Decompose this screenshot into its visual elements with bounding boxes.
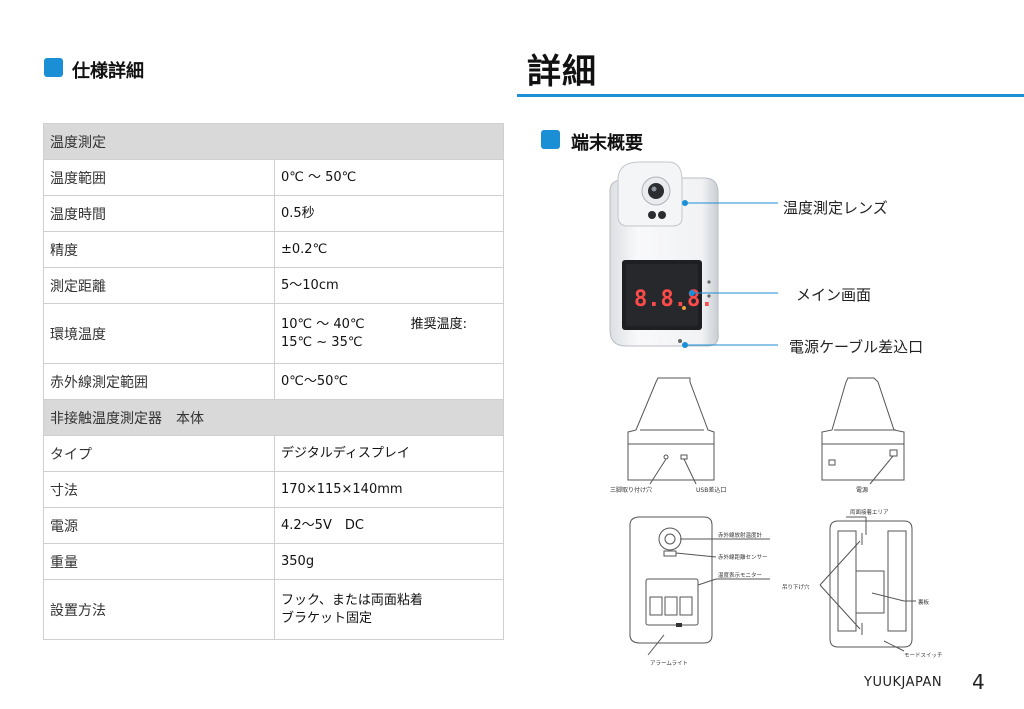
spec-value: 5〜10cm — [274, 267, 504, 304]
section-title-specs: 仕様詳細 — [72, 61, 144, 82]
callout-lines — [682, 200, 778, 348]
page-title: 詳細 — [527, 52, 597, 92]
spec-label: 電源 — [43, 507, 275, 544]
diagram-side-view: 電源 — [821, 377, 905, 494]
title-underline — [517, 94, 1024, 97]
section-marker-overview — [541, 130, 560, 149]
callout-lens: 温度測定レンズ — [783, 199, 888, 217]
spec-value: デジタルディスプレイ — [274, 435, 504, 472]
callout-cable: 電源ケーブル差込口 — [789, 338, 924, 356]
spec-label: 設置方法 — [43, 579, 275, 640]
label-ir-thermometer: 赤外線放射温度計 — [718, 531, 763, 539]
label-usb-port: USB差込口 — [696, 486, 726, 494]
spec-category-label: 非接触温度測定器 本体 — [43, 399, 504, 436]
label-back-panel: 裏板 — [918, 598, 930, 606]
label-alarm-light: アラームライト — [650, 660, 688, 667]
spec-label: 測定距離 — [43, 267, 275, 304]
spec-label: 温度時間 — [43, 195, 275, 232]
spec-category-row: 非接触温度測定器 本体 — [43, 399, 504, 436]
spec-label: 温度範囲 — [43, 159, 275, 196]
label-tripod-hole: 三脚取り付け穴 — [610, 486, 652, 494]
spec-row: 精度±0.2℃ — [43, 231, 504, 268]
label-ir-distance-sensor: 赤外線距離センサー — [718, 553, 768, 561]
label-hanging-hole: 吊り下げ穴 — [782, 583, 810, 591]
spec-value-line1: フック、または両面粘着 — [281, 592, 423, 608]
label-power: 電源 — [856, 486, 868, 494]
spec-value: 0℃ ～ 50℃ — [274, 159, 504, 196]
diagram-front-view: 赤外線放射温度計 赤外線距離センサー 温度表示モニター アラームライト — [629, 516, 770, 667]
spec-value-extra: 推奨温度: — [410, 316, 467, 332]
device-photo: 8.8.8. — [609, 161, 719, 347]
device-display-readout: 8.8.8. — [634, 287, 713, 312]
label-mode-switch: モードスイッチ — [904, 652, 943, 659]
spec-value: 0℃〜50℃ — [274, 363, 504, 400]
spec-value: ±0.2℃ — [274, 231, 504, 268]
spec-label: 寸法 — [43, 471, 275, 508]
spec-value: 350g — [274, 543, 504, 580]
spec-value: 4.2〜5V DC — [274, 507, 504, 544]
spec-value-line2: 15℃ ~ 35℃ — [281, 334, 363, 350]
spec-label: 重量 — [43, 543, 275, 580]
spec-label: 赤外線測定範囲 — [43, 363, 275, 400]
spec-row: 環境温度 10℃ ～ 40℃ 推奨温度: 15℃ ~ 35℃ — [43, 303, 504, 364]
diagram-bottom-view: 三脚取り付け穴 USB差込口 — [610, 377, 726, 494]
section-title-overview: 端末概要 — [571, 133, 643, 154]
spec-category-label: 温度測定 — [43, 123, 504, 160]
spec-value: フック、または両面粘着ブラケット固定 — [274, 579, 504, 640]
diagram-back-view: 両面接着エリア 吊り下げ穴 裏板 モードスイッチ — [782, 508, 943, 659]
label-temp-monitor: 温度表示モニター — [718, 571, 762, 579]
spec-row: タイプデジタルディスプレイ — [43, 435, 504, 472]
spec-value: 10℃ ～ 40℃ 推奨温度: 15℃ ~ 35℃ — [274, 303, 504, 364]
callout-screen: メイン画面 — [796, 286, 872, 304]
spec-label: 環境温度 — [43, 303, 275, 364]
spec-value: 170×115×140mm — [274, 471, 504, 508]
section-marker-specs — [44, 58, 63, 77]
spec-label: 精度 — [43, 231, 275, 268]
spec-value: 0.5秒 — [274, 195, 504, 232]
label-double-tape-area: 両面接着エリア — [850, 508, 889, 516]
spec-value-line2: ブラケット固定 — [281, 610, 373, 626]
footer-brand: YUUKJAPAN — [864, 675, 943, 690]
spec-value-line1: 10℃ ～ 40℃ — [281, 316, 365, 332]
spec-category-row: 温度測定 — [43, 123, 504, 160]
spec-label: タイプ — [43, 435, 275, 472]
spec-row: 設置方法フック、または両面粘着ブラケット固定 — [43, 579, 504, 640]
page-number: 4 — [972, 670, 985, 694]
